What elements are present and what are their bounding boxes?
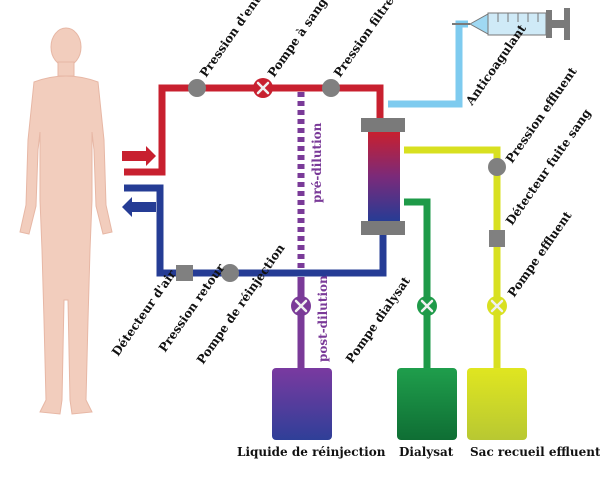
label-pompe-dialysat: Pompe dialysat bbox=[343, 274, 413, 366]
pompe-reinjection-icon bbox=[291, 296, 311, 316]
hemofilter bbox=[361, 118, 405, 235]
label-liquide-reinjection: Liquide de réinjection bbox=[237, 445, 386, 459]
dialysat-bag bbox=[397, 368, 457, 440]
pression-filtre-sensor-icon bbox=[322, 79, 340, 97]
label-detecteur-fuite-sang: Détecteur fuite sang bbox=[503, 106, 594, 228]
label-pre-dilution: pré-dilution bbox=[310, 122, 324, 203]
pression-entree-sensor-icon bbox=[188, 79, 206, 97]
label-dialysat: Dialysat bbox=[399, 445, 454, 459]
pression-retour-sensor-icon bbox=[221, 264, 239, 282]
effluent-line bbox=[404, 146, 501, 372]
label-pression-filtre: Pression filtre bbox=[331, 0, 397, 80]
detecteur-air-icon bbox=[176, 265, 193, 281]
arterial-line bbox=[122, 84, 384, 176]
label-pompe-reinjection: Pompe de réinjection bbox=[194, 241, 288, 367]
detecteur-fuite-sang-icon bbox=[489, 230, 505, 247]
pression-effluent-sensor-icon bbox=[488, 158, 506, 176]
liquide-reinjection-bag bbox=[272, 368, 332, 440]
sac-recueil-effluent-bag bbox=[467, 368, 527, 440]
anticoagulant-line bbox=[388, 20, 468, 108]
label-pression-entree: Pression d'entrée bbox=[197, 0, 276, 80]
pompe-dialysat-icon bbox=[417, 296, 437, 316]
label-pompe-sang: Pompe à sang bbox=[265, 0, 330, 80]
pompe-sang-icon bbox=[253, 78, 273, 98]
label-sac-recueil-effluent: Sac recueil effluent bbox=[470, 445, 600, 459]
syringe-icon bbox=[452, 8, 570, 40]
label-post-dilution: post-dilution bbox=[316, 275, 330, 362]
venous-line bbox=[122, 184, 387, 277]
pompe-effluent-icon bbox=[487, 296, 507, 316]
patient-figure bbox=[19, 27, 113, 415]
